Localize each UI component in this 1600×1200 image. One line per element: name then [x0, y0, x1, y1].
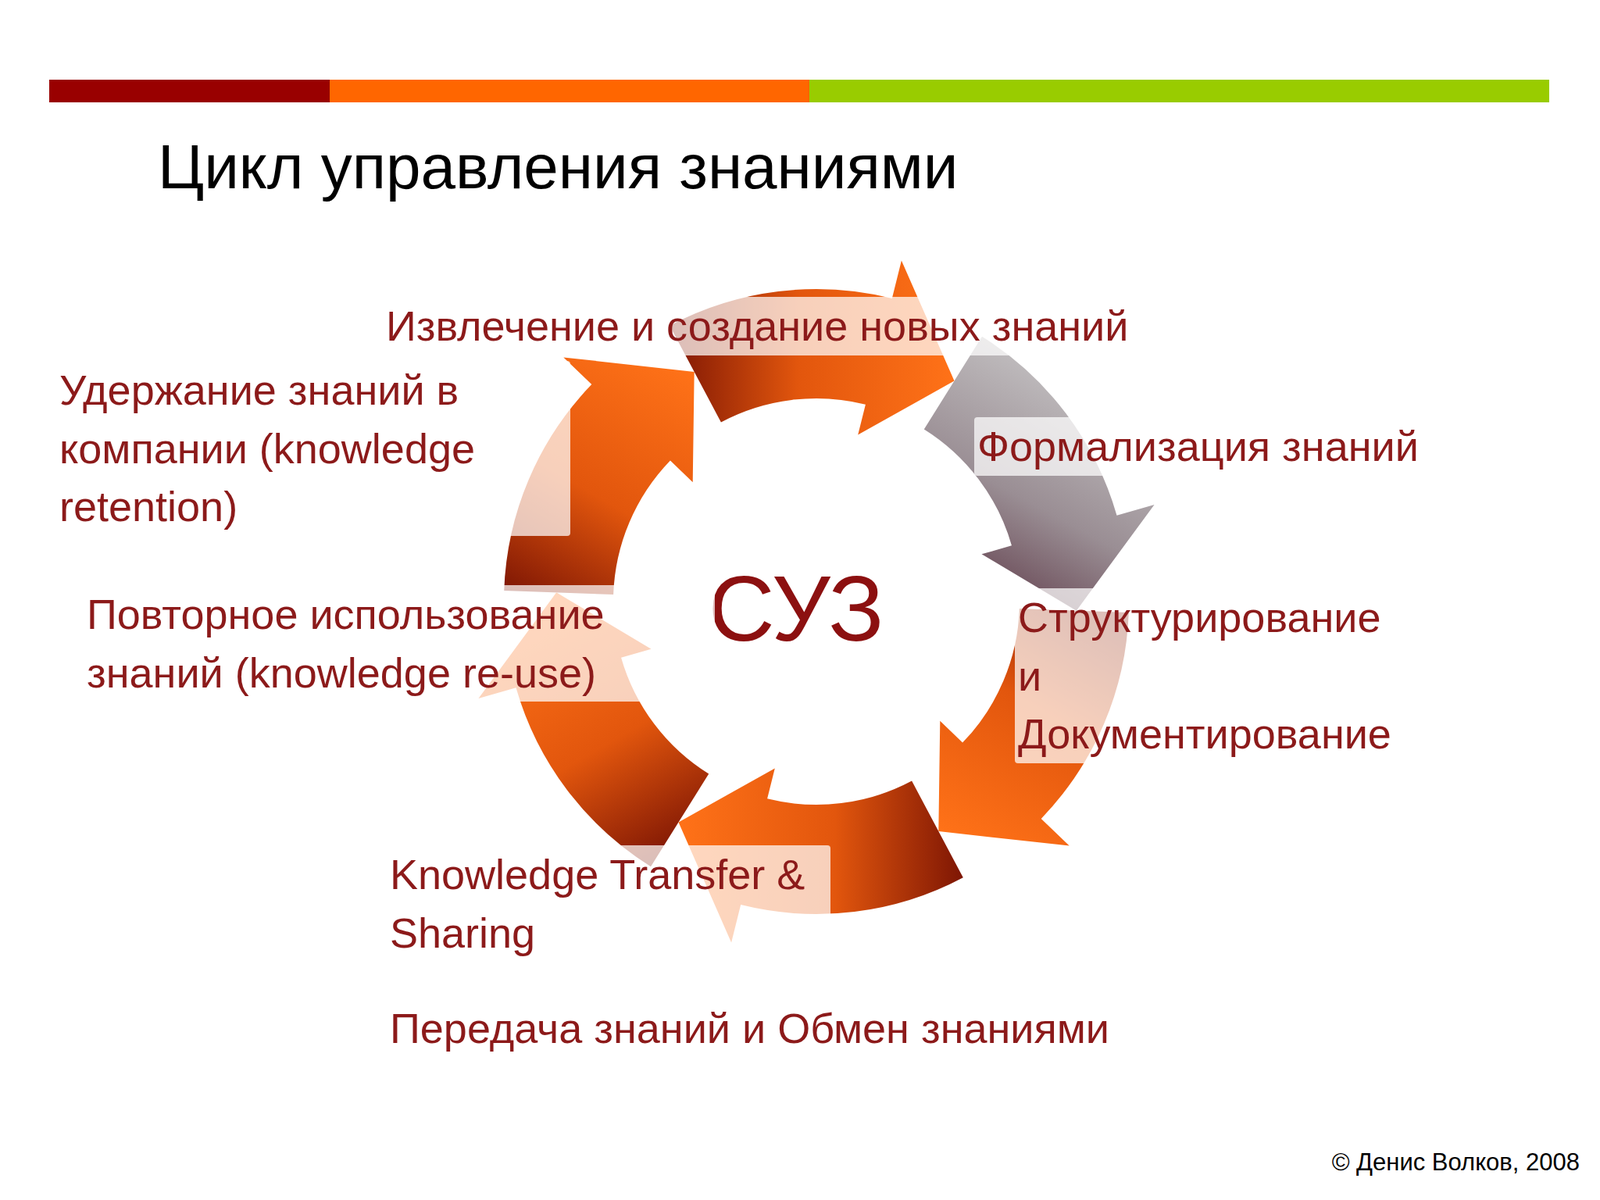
stage-label: Knowledge Transfer & Sharing — [386, 845, 831, 962]
header-bar — [49, 79, 330, 103]
center-label: СУЗ — [708, 558, 885, 661]
stage-label: Извлечение и создание новых знаний — [382, 296, 1132, 356]
slide-title: Цикл управления знаниями — [157, 131, 958, 204]
stage-label: Формализация знаний — [974, 417, 1422, 476]
stage-label: Передача знаний и Обмен знаниями — [386, 999, 1113, 1058]
header-bar — [809, 79, 1550, 103]
header-bar — [329, 79, 810, 103]
stage-label: Повторное использование знаний (knowledg… — [83, 585, 715, 702]
copyright-caption: © Денис Волков, 2008 — [1332, 1148, 1580, 1177]
stage-label: Удержание знаний в компании (knowledge r… — [56, 360, 571, 536]
stage-label: Структурирование и Документирование — [1014, 588, 1395, 764]
